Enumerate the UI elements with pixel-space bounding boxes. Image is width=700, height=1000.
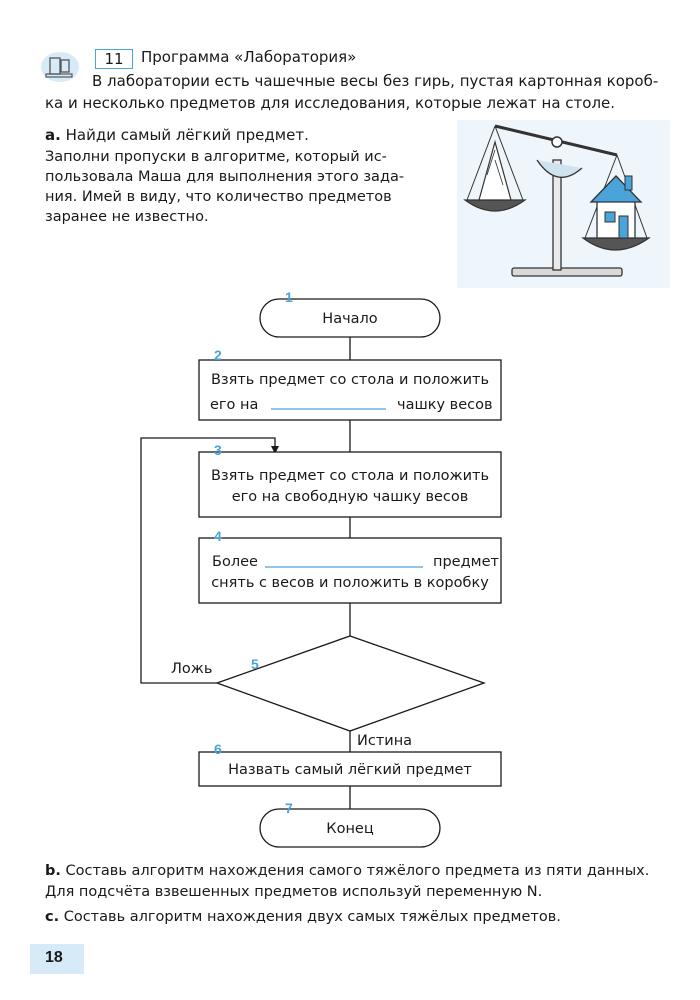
part-b-text-1: Составь алгоритм нахождения самого тяжёл… bbox=[65, 863, 650, 879]
start-label: Начало bbox=[322, 311, 378, 327]
part-c-label: c. bbox=[45, 909, 60, 925]
step-4-line-2: снять с весов и положить в коробку bbox=[211, 575, 489, 591]
step-7-number: 7 bbox=[285, 800, 293, 816]
step-4-number: 4 bbox=[214, 528, 222, 544]
step-3-number: 3 bbox=[214, 442, 222, 458]
step-2-line-2a: его на bbox=[210, 397, 258, 413]
part-a-line-2: пользовала Маша для выполнения этого зад… bbox=[45, 169, 405, 185]
balance-scale-illustration bbox=[457, 120, 670, 288]
part-b-line-1: b. Составь алгоритм нахождения самого тя… bbox=[45, 860, 649, 882]
decision-diamond bbox=[215, 635, 486, 732]
step-3-line-1: Взять предмет со стола и положить bbox=[211, 468, 489, 484]
step-4-box bbox=[198, 537, 502, 604]
step-2-line-1: Взять предмет со стола и положить bbox=[211, 372, 489, 388]
part-a-line-3: ния. Имей в виду, что количество предмет… bbox=[45, 189, 392, 205]
part-b-line-2: Для подсчёта взвешенных предметов исполь… bbox=[45, 884, 543, 900]
step-1-number: 1 bbox=[285, 289, 293, 305]
true-branch-label: Истина bbox=[357, 733, 412, 749]
step-2-number: 2 bbox=[214, 347, 222, 363]
computer-task-icon bbox=[41, 52, 79, 82]
intro-line-2: ка и несколько предметов для исследовани… bbox=[45, 94, 616, 112]
task-number: 11 bbox=[95, 49, 133, 69]
flowchart-connectors bbox=[140, 337, 351, 809]
part-a-line-1: Заполни пропуски в алгоритме, который ис… bbox=[45, 149, 387, 165]
step-4-line-1a: Более bbox=[212, 554, 258, 570]
step-5-number: 5 bbox=[251, 656, 259, 672]
page-number: 18 bbox=[45, 949, 63, 966]
part-a-heading: a. Найди самый лёгкий предмет. bbox=[45, 124, 309, 146]
intro-line-1: В лаборатории есть чашечные весы без гир… bbox=[92, 72, 659, 90]
step-2-box bbox=[198, 359, 502, 421]
step-2-line-2b: чашку весов bbox=[397, 397, 493, 413]
part-a-prompt: Найди самый лёгкий предмет. bbox=[65, 126, 309, 144]
step-3-box bbox=[198, 451, 502, 518]
part-a-label: a. bbox=[45, 126, 61, 144]
part-b-label: b. bbox=[45, 863, 61, 879]
end-terminal bbox=[259, 808, 441, 848]
algorithm-flowchart: Начало 1 Взять предмет со стола и положи… bbox=[140, 289, 502, 848]
part-c-line: c. Составь алгоритм нахождения двух самы… bbox=[45, 906, 561, 928]
step-4-line-1b: предмет bbox=[433, 554, 499, 570]
part-a-line-4: заранее не известно. bbox=[45, 209, 209, 225]
start-terminal bbox=[259, 298, 441, 338]
task-title: Программа «Лаборатория» bbox=[141, 48, 357, 66]
false-branch-label: Ложь bbox=[171, 661, 212, 677]
step-6-box bbox=[198, 751, 502, 787]
step-6-line-1: Назвать самый лёгкий предмет bbox=[228, 762, 472, 778]
loop-arrow-head bbox=[271, 446, 279, 454]
page-number-background bbox=[30, 944, 84, 974]
step-3-line-2: его на свободную чашку весов bbox=[232, 489, 469, 505]
end-label: Конец bbox=[326, 821, 374, 837]
part-c-text: Составь алгоритм нахождения двух самых т… bbox=[63, 909, 561, 925]
step-6-number: 6 bbox=[214, 741, 222, 757]
